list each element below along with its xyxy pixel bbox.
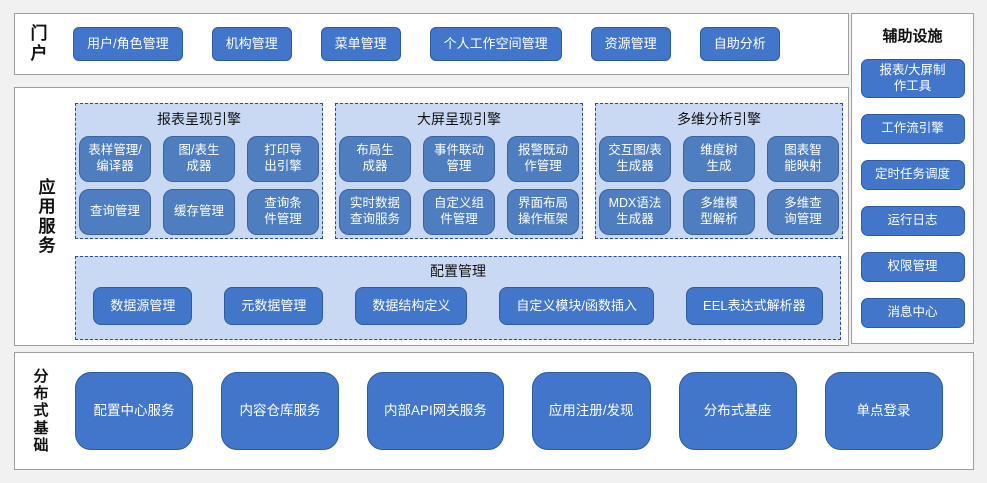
portal-section-label: 门户 (30, 24, 48, 63)
engine-panels: 报表呈现引擎 表样管理/ 编译器 图/表生 成器 打印导 出引擎 查询管理 缓存… (75, 103, 843, 239)
node-self-service-analysis: 自助分析 (699, 27, 780, 61)
node-menu-mgmt: 菜单管理 (320, 27, 401, 61)
node-datasource-mgmt: 数据源管理 (93, 287, 193, 325)
bigscreen-render-engine-panel: 大屏呈现引擎 布局生 成器 事件联动 管理 报警既动 作管理 实时数据 查询服务… (335, 103, 583, 239)
node-run-logs: 运行日志 (860, 206, 965, 237)
config-mgmt-panel: 配置管理 数据源管理 元数据管理 数据结构定义 自定义模块/函数插入 EEL表达… (75, 256, 841, 340)
node-report-bigscreen-tool: 报表/大屏制 作工具 (860, 59, 965, 99)
node-print-export-engine: 打印导 出引擎 (247, 136, 319, 182)
node-template-mgmt-compiler: 表样管理/ 编译器 (79, 136, 151, 182)
node-content-repo-service: 内容仓库服务 (221, 372, 339, 450)
bigscreen-render-engine-title: 大屏呈现引擎 (417, 111, 501, 127)
foundation-section-label: 分布式基础 (33, 367, 49, 454)
olap-engine-panel: 多维分析引擎 交互图/表 生成器 维度树 生成 图表智 能映射 MDX语法 生成… (595, 103, 843, 239)
config-mgmt-title: 配置管理 (430, 263, 486, 279)
node-query-condition-mgmt: 查询条 件管理 (247, 189, 319, 235)
foundation-nodes: 配置中心服务 内容仓库服务 内部API网关服务 应用注册/发现 分布式基座 单点… (75, 372, 943, 450)
foundation-section: 分布式基础 配置中心服务 内容仓库服务 内部API网关服务 应用注册/发现 分布… (14, 352, 974, 470)
node-distributed-base: 分布式基座 (678, 372, 797, 450)
application-services-label: 应用服务 (38, 177, 56, 256)
node-multidim-model-parsing: 多维模 型解析 (683, 189, 755, 235)
node-ui-layout-framework: 界面布局 操作框架 (507, 189, 579, 235)
node-query-mgmt: 查询管理 (79, 189, 151, 235)
portal-section: 门户 用户/角色管理 机构管理 菜单管理 个人工作空间管理 资源管理 自助分析 (14, 13, 849, 75)
report-engine-row-2: 查询管理 缓存管理 查询条 件管理 (76, 189, 322, 235)
node-user-role-mgmt: 用户/角色管理 (73, 27, 183, 61)
report-engine-row-1: 表样管理/ 编译器 图/表生 成器 打印导 出引擎 (76, 136, 322, 182)
node-interactive-chart-generator: 交互图/表 生成器 (599, 136, 671, 182)
node-app-register-discovery: 应用注册/发现 (531, 372, 651, 450)
node-layout-generator: 布局生 成器 (339, 136, 411, 182)
auxiliary-section: 辅助设施 报表/大屏制 作工具 工作流引擎 定时任务调度 运行日志 权限管理 消… (851, 13, 974, 344)
auxiliary-nodes: 报表/大屏制 作工具 工作流引擎 定时任务调度 运行日志 权限管理 消息中心 (860, 59, 965, 329)
node-org-mgmt: 机构管理 (211, 27, 292, 61)
olap-engine-row-1: 交互图/表 生成器 维度树 生成 图表智 能映射 (596, 136, 842, 182)
node-cache-mgmt: 缓存管理 (163, 189, 235, 235)
node-data-structure-definition: 数据结构定义 (355, 287, 468, 325)
bigscreen-engine-row-2: 实时数据 查询服务 自定义组 件管理 界面布局 操作框架 (336, 189, 582, 235)
report-render-engine-panel: 报表呈现引擎 表样管理/ 编译器 图/表生 成器 打印导 出引擎 查询管理 缓存… (75, 103, 323, 239)
bigscreen-engine-row-1: 布局生 成器 事件联动 管理 报警既动 作管理 (336, 136, 582, 182)
node-message-center: 消息中心 (860, 298, 965, 329)
auxiliary-section-title: 辅助设施 (882, 28, 943, 45)
node-dimension-tree-generation: 维度树 生成 (683, 136, 755, 182)
olap-engine-row-2: MDX语法 生成器 多维模 型解析 多维查 询管理 (596, 189, 842, 235)
node-resource-mgmt: 资源管理 (590, 27, 671, 61)
node-personal-workspace-mgmt: 个人工作空间管理 (429, 27, 562, 61)
node-single-sign-on: 单点登录 (824, 372, 943, 450)
node-event-linkage-mgmt: 事件联动 管理 (423, 136, 495, 182)
application-services-section: 应用服务 报表呈现引擎 表样管理/ 编译器 图/表生 成器 打印导 出引擎 查询… (14, 87, 849, 346)
node-eel-expression-parser: EEL表达式解析器 (686, 287, 823, 325)
node-custom-component-mgmt: 自定义组 件管理 (423, 189, 495, 235)
node-custom-module-function-insert: 自定义模块/函数插入 (499, 287, 655, 325)
config-nodes: 数据源管理 元数据管理 数据结构定义 自定义模块/函数插入 EEL表达式解析器 (76, 287, 840, 325)
node-alarm-action-mgmt: 报警既动 作管理 (507, 136, 579, 182)
node-permission-mgmt: 权限管理 (860, 252, 965, 283)
node-config-center-service: 配置中心服务 (75, 372, 193, 450)
node-multidim-query-mgmt: 多维查 询管理 (767, 189, 839, 235)
report-render-engine-title: 报表呈现引擎 (157, 111, 241, 127)
node-scheduled-tasks: 定时任务调度 (860, 160, 965, 191)
node-realtime-data-query: 实时数据 查询服务 (339, 189, 411, 235)
portal-nodes: 用户/角色管理 机构管理 菜单管理 个人工作空间管理 资源管理 自助分析 (73, 27, 780, 61)
node-chart-smart-mapping: 图表智 能映射 (767, 136, 839, 182)
node-internal-api-gateway-service: 内部API网关服务 (367, 372, 504, 450)
olap-engine-title: 多维分析引擎 (677, 111, 761, 127)
node-mdx-syntax-generator: MDX语法 生成器 (599, 189, 671, 235)
node-workflow-engine: 工作流引擎 (860, 114, 965, 145)
node-metadata-mgmt: 元数据管理 (224, 287, 324, 325)
node-chart-table-generator: 图/表生 成器 (163, 136, 235, 182)
